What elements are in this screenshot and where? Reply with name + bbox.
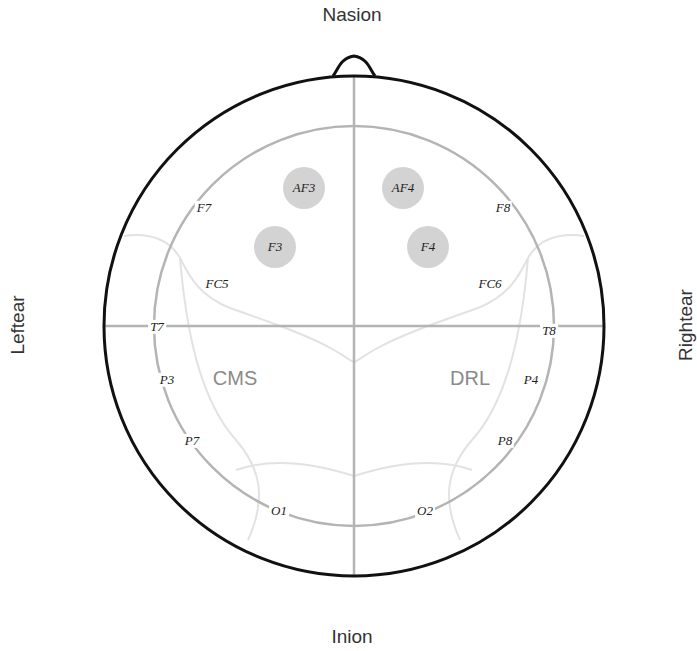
electrode-label: F3 <box>268 239 282 255</box>
reference-label: DRL <box>450 367 490 389</box>
electrode-label: P8 <box>496 434 514 448</box>
electrode-label: F4 <box>421 239 435 255</box>
electrode-label: FC5 <box>203 277 230 291</box>
electrode-circle: F4 <box>407 226 449 268</box>
electrode-label: AF3 <box>293 180 315 196</box>
reference-label: CMS <box>213 367 257 389</box>
ear-label: Rightear <box>676 289 697 361</box>
landmark-label: Nasion <box>322 5 381 26</box>
electrode-label: FC6 <box>476 277 503 291</box>
landmark-label: Inion <box>331 627 372 648</box>
electrode-label: P3 <box>158 373 176 387</box>
electrode-label: P7 <box>183 434 201 448</box>
electrode-label: T8 <box>540 324 558 338</box>
electrode-label: T7 <box>148 320 166 334</box>
electrode-circle: AF4 <box>382 167 424 209</box>
electrode-circle: F3 <box>254 226 296 268</box>
electrode-label: P4 <box>522 373 540 387</box>
electrode-label: O2 <box>415 504 435 518</box>
ear-label: Leftear <box>8 295 29 354</box>
electrode-label: AF4 <box>392 180 414 196</box>
electrode-circle: AF3 <box>283 167 325 209</box>
electrode-label: F8 <box>494 201 512 215</box>
electrode-label: O1 <box>269 504 289 518</box>
electrode-label: F7 <box>195 201 213 215</box>
